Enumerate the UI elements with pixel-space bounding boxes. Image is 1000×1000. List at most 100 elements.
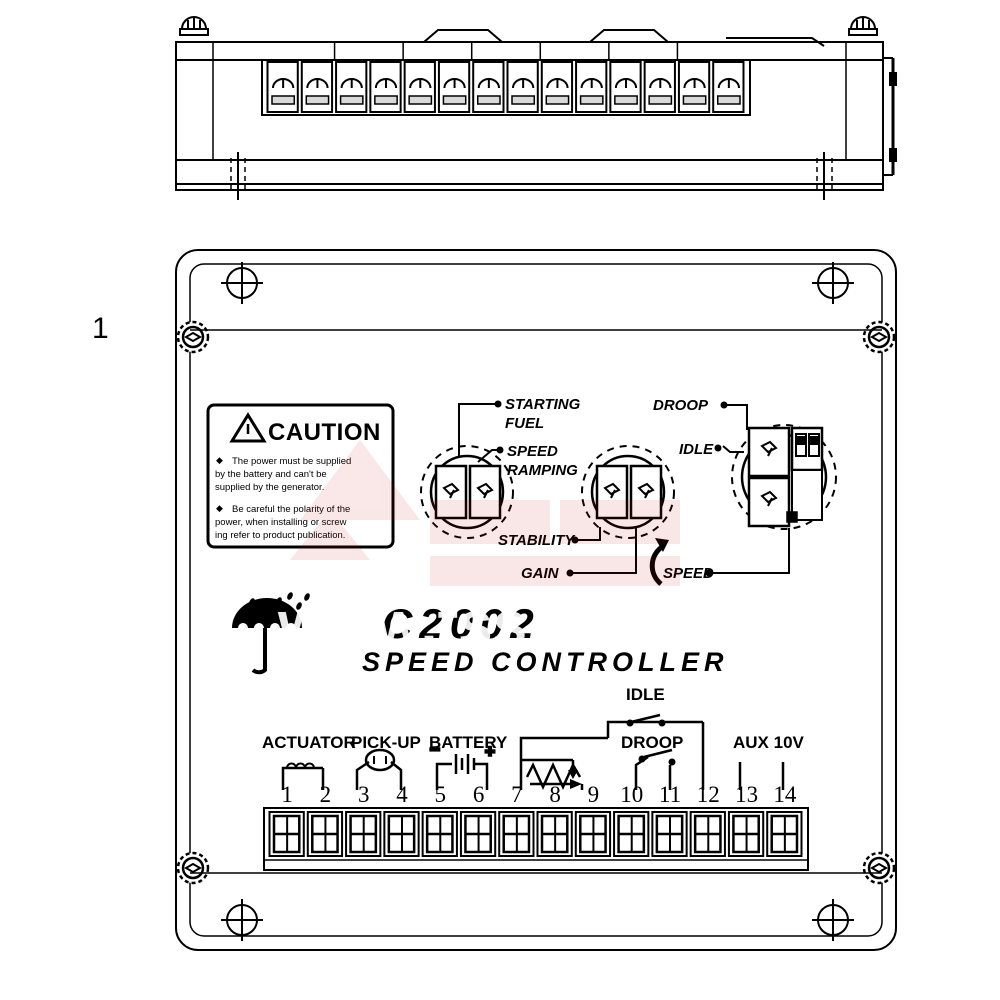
product-subtitle: SPEED CONTROLLER <box>362 647 729 677</box>
panel-outline-inner <box>189 263 883 937</box>
left-group-leaders <box>458 400 504 463</box>
label-starting-fuel-line2: FUEL <box>505 415 544 432</box>
top-hump-2 <box>589 29 669 43</box>
center-pot-body <box>590 454 666 530</box>
label-droop: DROOP <box>653 397 709 414</box>
umbrella-canopy <box>232 598 302 628</box>
callout-number: 1 <box>92 312 109 345</box>
right-pot-group[interactable] <box>731 424 837 530</box>
label-gain: GAIN <box>521 565 560 582</box>
idle-switch-symbol <box>606 713 705 790</box>
terminal-wiring-symbols: − + <box>281 713 785 791</box>
top-view-terminal-cells <box>266 61 745 113</box>
terminal-screw-slot <box>579 95 604 105</box>
right-pot-dashed-ring <box>731 424 837 530</box>
battery-minus-sign: − <box>430 740 440 759</box>
speed-rotation-arrow <box>649 543 665 586</box>
caution-bullet-2-marker: ◆ <box>216 503 223 513</box>
umbrella-handle <box>251 628 267 675</box>
mounting-hole-top-right <box>812 262 854 304</box>
pot-starting-fuel[interactable] <box>434 464 468 520</box>
label-stability: STABILITY <box>498 532 576 549</box>
top-view-screw-right <box>848 16 878 36</box>
leader-gain <box>573 528 637 574</box>
terminal-group-label-pickup: PICK-UP <box>351 733 421 752</box>
leader-stability <box>578 527 601 541</box>
dip-switch-1-lever <box>797 436 805 445</box>
corner-screw-bottom-right-phillips-icon <box>869 862 889 874</box>
top-view-screw-left <box>179 16 209 36</box>
caution-bullet-1-marker: ◆ <box>216 455 223 465</box>
left-pot-dashed-ring <box>420 445 514 539</box>
center-pot-group[interactable] <box>581 445 675 539</box>
top-hump-3 <box>726 37 825 47</box>
center-group-leaders <box>566 527 637 577</box>
terminal-screw-slot <box>476 95 501 105</box>
droop-switch-symbol <box>634 748 676 790</box>
mounting-hole-bottom-right <box>812 899 854 941</box>
terminal-screw-slot <box>408 95 433 105</box>
terminal-number: 1 <box>281 782 293 807</box>
caution-item-1-line-1: The power must be supplied <box>232 456 351 467</box>
pot-gain[interactable] <box>629 464 663 520</box>
terminal-group-label-droop: DROOP <box>621 733 683 752</box>
raindrops <box>249 592 310 614</box>
leader-speed <box>712 528 790 574</box>
dip-switch-2-lever <box>810 436 818 445</box>
caution-item-2-line-2: power, when installing or screw <box>215 517 347 528</box>
corner-screw-top-right-phillips-icon <box>869 331 889 343</box>
terminal-screw-slot <box>271 95 296 105</box>
label-idle: IDLE <box>679 441 714 458</box>
watermark-logo <box>290 440 680 586</box>
pot-droop-slot-icon <box>760 440 778 457</box>
terminal-number: 2 <box>320 782 332 807</box>
terminal-number: 8 <box>549 782 561 807</box>
right-group-leaders <box>649 401 790 586</box>
terminal-screw-slot <box>648 95 673 105</box>
terminal-screw-slot <box>339 95 364 105</box>
terminal-screw-slot <box>511 95 536 105</box>
left-pot-group[interactable] <box>420 445 514 539</box>
label-speed: SPEED <box>663 565 714 582</box>
terminal-number: 9 <box>588 782 600 807</box>
pot-gain-slot-icon <box>637 482 655 499</box>
label-speed-ramping-line2: RAMPING <box>507 462 578 479</box>
front-panel-view <box>175 249 897 951</box>
terminal-screw-slot <box>614 95 638 105</box>
center-pot-dashed-ring <box>581 445 675 539</box>
terminal-number: 6 <box>473 782 485 807</box>
terminal-screw-slot <box>305 95 330 105</box>
top-view-terminal-strip <box>261 59 751 116</box>
actuator-symbol <box>281 762 325 790</box>
terminal-number: 14 <box>773 782 797 807</box>
terminal-number: 4 <box>396 782 408 807</box>
corner-screw-top-left-head <box>181 325 205 349</box>
panel-outline-outer <box>175 249 897 951</box>
battery-symbol <box>435 754 489 790</box>
terminal-number: 12 <box>697 782 720 807</box>
caution-item-2-line-3: ing refer to product publication. <box>215 530 345 541</box>
pot-stability[interactable] <box>595 464 629 520</box>
corner-screw-top-left-phillips-icon <box>183 331 203 343</box>
caution-item-2-line-1: Be careful the polarity of the <box>232 504 350 515</box>
terminal-number: 10 <box>620 782 643 807</box>
terminal-screw-slot <box>442 95 467 105</box>
left-pot-body <box>429 454 505 530</box>
terminal-group-label-aux: AUX 10V <box>733 733 805 752</box>
speed-rotation-arrowhead <box>655 538 669 552</box>
watermark-url: www.tss.ru <box>277 590 606 659</box>
terminal-screw-slot <box>374 95 398 105</box>
leader-droop <box>727 404 748 430</box>
magnetic-pickup-icon <box>364 748 396 772</box>
pot-speed-slot-icon <box>760 490 778 507</box>
caution-heading: CAUTION <box>268 419 381 446</box>
pot-speed-ramping[interactable] <box>468 464 502 520</box>
caution-label: CAUTION ◆ The power must be supplied by … <box>206 403 395 549</box>
top-edge-view <box>175 16 897 200</box>
mounting-hole-top-left <box>221 262 263 304</box>
terminal-screw-slot <box>682 95 707 105</box>
warning-triangle-icon <box>229 412 267 443</box>
label-speed-ramping-line1: SPEED <box>507 443 558 460</box>
terminal-number: 13 <box>735 782 758 807</box>
